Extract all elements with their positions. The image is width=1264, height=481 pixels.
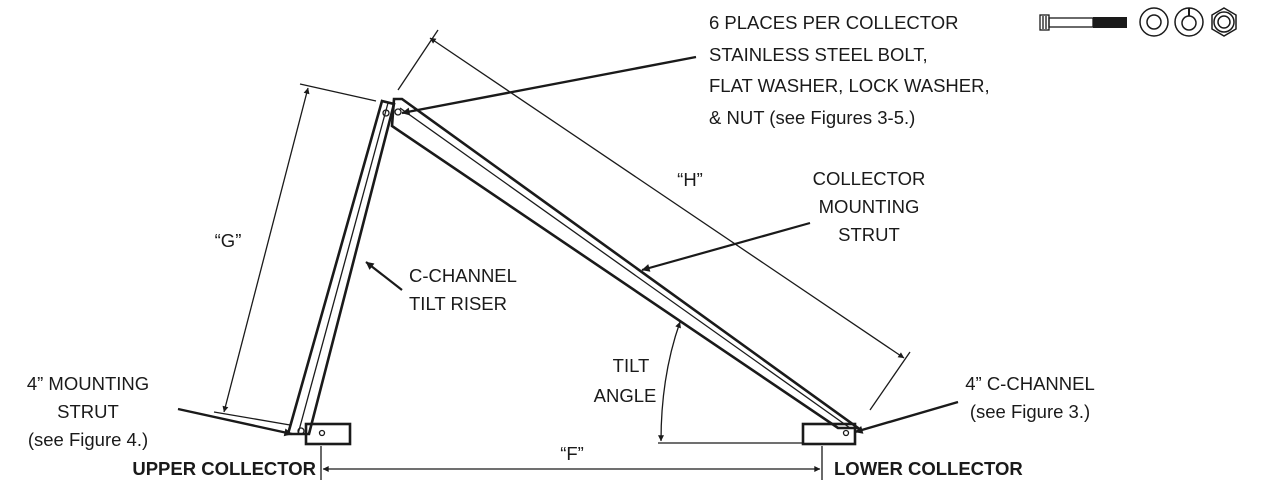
c-channel-label-line2: (see Figure 3.)	[970, 401, 1090, 422]
mounting-strut-label-line3: (see Figure 4.)	[28, 429, 148, 450]
hardware-callout-line3: FLAT WASHER, LOCK WASHER,	[709, 75, 990, 96]
dimension-f-label: “F”	[560, 443, 584, 464]
dimension-g-label: “G”	[215, 230, 242, 251]
collector-strut-label-line2: MOUNTING	[819, 196, 920, 217]
dimension-f: “F”	[320, 443, 823, 480]
dimension-h-label: “H”	[677, 169, 703, 190]
bolt-leader-arrow	[401, 55, 697, 116]
upper-collector-label: UPPER COLLECTOR	[132, 458, 316, 479]
upper-mounting-strut-block	[304, 422, 352, 446]
riser-label-line2: TILT RISER	[409, 293, 507, 314]
collector-strut-label-line3: STRUT	[838, 224, 900, 245]
c-channel-label: 4” C-CHANNEL (see Figure 3.)	[965, 373, 1095, 422]
c-channel-label-line1: 4” C-CHANNEL	[965, 373, 1095, 394]
hardware-callout-line2: STAINLESS STEEL BOLT,	[709, 44, 928, 65]
dimension-h: “H”	[397, 29, 911, 411]
dimension-g: “G”	[213, 83, 377, 426]
collector-strut-leader-arrow	[641, 221, 811, 272]
mounting-strut-label-line1: 4” MOUNTING	[27, 373, 149, 394]
collector-strut-label: COLLECTOR MOUNTING STRUT	[813, 168, 926, 245]
hardware-callout-line4: & NUT (see Figures 3-5.)	[709, 107, 915, 128]
hardware-callout-text: 6 PLACES PER COLLECTOR STAINLESS STEEL B…	[709, 12, 990, 128]
tilt-angle-indicator: TILT ANGLE	[594, 321, 803, 444]
c-channel-tilt-riser	[286, 99, 396, 436]
lock-washer-icon	[1174, 7, 1204, 37]
nut-icon	[1211, 7, 1237, 37]
c-channel-leader-arrow	[854, 400, 959, 434]
lower-c-channel-block	[801, 422, 857, 446]
collector-strut-label-line1: COLLECTOR	[813, 168, 926, 189]
bolt-icon	[1039, 14, 1127, 31]
flat-washer-icon	[1139, 7, 1169, 37]
riser-label: C-CHANNEL TILT RISER	[409, 265, 517, 314]
hardware-callout-line1: 6 PLACES PER COLLECTOR	[709, 12, 959, 33]
tilt-angle-label-line2: ANGLE	[594, 385, 657, 406]
collector-mounting-strut	[390, 97, 863, 430]
mounting-strut-leader-arrow	[177, 407, 293, 437]
mounting-strut-label: 4” MOUNTING STRUT (see Figure 4.)	[27, 373, 149, 450]
mounting-strut-label-line2: STRUT	[57, 401, 119, 422]
tilt-angle-label-line1: TILT	[613, 355, 650, 376]
riser-leader-arrow	[365, 261, 403, 291]
riser-label-line1: C-CHANNEL	[409, 265, 517, 286]
lower-collector-label: LOWER COLLECTOR	[834, 458, 1023, 479]
